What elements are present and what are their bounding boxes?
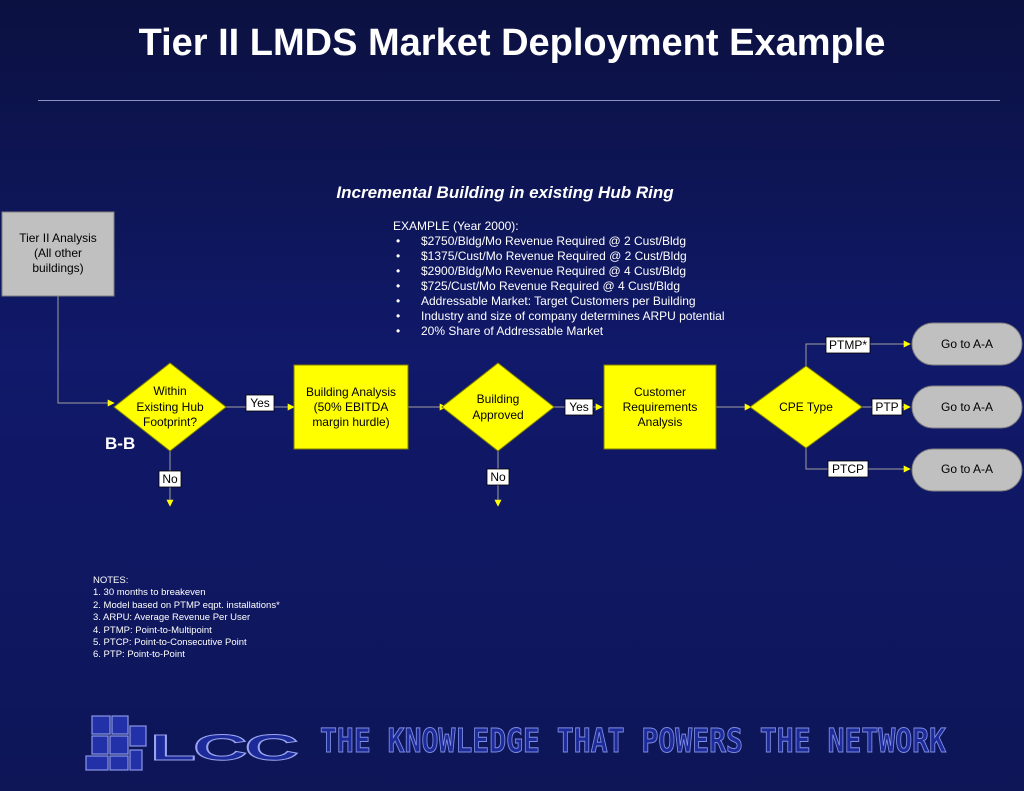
yes-text-2: Yes <box>569 400 589 414</box>
example-block: EXAMPLE (Year 2000): $2750/Bldg/Mo Reven… <box>393 219 725 339</box>
example-bullet: Addressable Market: Target Customers per… <box>393 294 725 309</box>
note-item: 5. PTCP: Point-to-Consecutive Point <box>93 637 247 649</box>
note-item: 3. ARPU: Average Revenue Per User <box>93 612 251 624</box>
tier2-line-2: (All other <box>34 246 82 260</box>
tier2-analysis-box: Tier II Analysis (All other buildings) <box>1 211 115 297</box>
goto-ptp-terminator: Go to A-A <box>911 385 1023 429</box>
yes-label-2: Yes <box>564 398 594 416</box>
ptp-label: PTP <box>871 398 903 416</box>
note-item: 1. 30 months to breakeven <box>93 587 206 599</box>
lcc-logo-text: LCC <box>150 727 298 768</box>
goto-label-2: Go to A-A <box>941 400 993 414</box>
goto-ptmp-terminator: Go to A-A <box>911 322 1023 366</box>
example-bullet: $2900/Bldg/Mo Revenue Required @ 4 Cust/… <box>393 264 725 279</box>
notes-block: NOTES: 1. 30 months to breakeven 2. Mode… <box>93 575 280 662</box>
example-heading: EXAMPLE (Year 2000): <box>393 219 519 233</box>
within-hub-decision: Within Existing Hub Footprint? <box>113 362 227 452</box>
lcc-logo: LCC <box>85 715 302 771</box>
approved-line-2: Approved <box>472 408 523 422</box>
no-label-2: No <box>486 468 510 486</box>
no-label-1: No <box>158 470 182 488</box>
ptmp-text: PTMP* <box>829 338 867 352</box>
diagram-subtitle: Incremental Building in existing Hub Rin… <box>336 183 674 202</box>
no-text-2: No <box>490 470 506 484</box>
within-line-2: Existing Hub <box>136 400 204 414</box>
notes-heading: NOTES: <box>93 575 129 586</box>
approved-line-1: Building <box>477 392 520 406</box>
example-bullet: 20% Share of Addressable Market <box>393 324 725 339</box>
cpe-label: CPE Type <box>779 400 833 414</box>
goto-label-3: Go to A-A <box>941 462 993 476</box>
customer-line-3: Analysis <box>638 415 683 429</box>
building-analysis-box: Building Analysis (50% EBITDA margin hur… <box>293 364 409 450</box>
note-item: 4. PTMP: Point-to-Multipoint <box>93 624 212 636</box>
ptmp-label: PTMP* <box>825 336 871 354</box>
example-bullet: $2750/Bldg/Mo Revenue Required @ 2 Cust/… <box>393 234 725 249</box>
within-line-1: Within <box>153 384 186 398</box>
page-title: Tier II LMDS Market Deployment Example <box>138 22 886 64</box>
connector-cpe-ptmp <box>805 340 911 366</box>
note-item: 6. PTP: Point-to-Point <box>93 649 185 661</box>
no-text-1: No <box>162 472 178 486</box>
cpe-type-decision: CPE Type <box>749 365 863 449</box>
ptp-text: PTP <box>875 400 898 414</box>
analysis-line-1: Building Analysis <box>306 385 396 399</box>
customer-requirements-box: Customer Requirements Analysis <box>603 364 717 450</box>
example-bullet: Industry and size of company determines … <box>393 309 725 324</box>
analysis-line-3: margin hurdle) <box>312 415 389 429</box>
within-line-3: Footprint? <box>143 415 197 429</box>
analysis-line-2: (50% EBITDA <box>314 400 389 414</box>
example-bullet: $1375/Cust/Mo Revenue Required @ 2 Cust/… <box>393 249 725 264</box>
example-bullets: $2750/Bldg/Mo Revenue Required @ 2 Cust/… <box>393 234 725 339</box>
goto-label-1: Go to A-A <box>941 337 993 351</box>
building-approved-decision: Building Approved <box>441 362 555 452</box>
tier2-line-1: Tier II Analysis <box>19 231 97 245</box>
connector-cpe-ptcp <box>805 448 911 473</box>
ptcp-label: PTCP <box>827 460 869 478</box>
ptcp-text: PTCP <box>832 462 864 476</box>
tier2-line-3: buildings) <box>32 261 83 275</box>
customer-line-1: Customer <box>634 385 686 399</box>
bb-marker: B-B <box>105 434 135 453</box>
slogan: THE KNOWLEDGE THAT POWERS THE NETWORK <box>320 721 946 760</box>
note-item: 2. Model based on PTMP eqpt. installatio… <box>93 599 280 611</box>
example-bullet: $725/Cust/Mo Revenue Required @ 4 Cust/B… <box>393 279 725 294</box>
customer-line-2: Requirements <box>623 400 698 414</box>
yes-text-1: Yes <box>250 396 270 410</box>
connector-tier2-within <box>57 296 115 407</box>
yes-label-1: Yes <box>245 394 275 412</box>
goto-ptcp-terminator: Go to A-A <box>911 448 1023 492</box>
title-divider <box>38 100 1000 101</box>
